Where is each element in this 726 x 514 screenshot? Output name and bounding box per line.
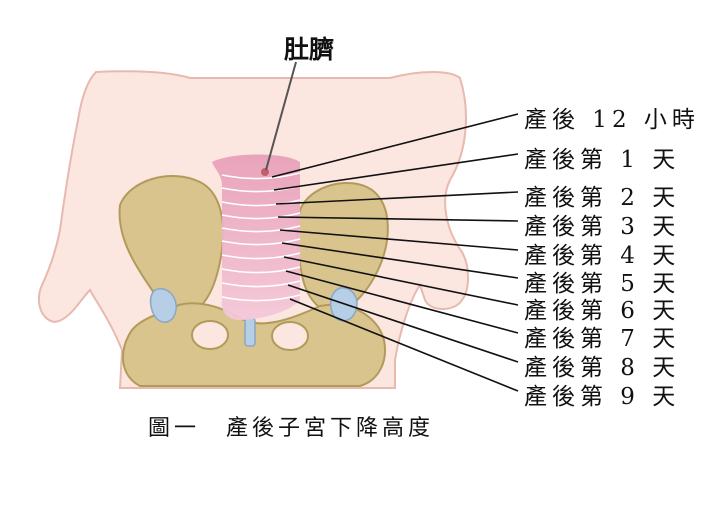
obturator-right	[271, 321, 309, 351]
leader-lines	[271, 113, 519, 392]
stage-label-2: 產後第 1 天	[524, 147, 681, 173]
fundal-arc-10	[221, 294, 301, 302]
navel-label: 肚臍	[284, 35, 335, 64]
cartilage-left	[149, 288, 177, 323]
fundal-arc-8	[221, 266, 301, 274]
stage-label-10: 產後第 9 天	[524, 384, 681, 410]
stage-label-4: 產後第 3 天	[524, 214, 681, 240]
navel-leader-line	[265, 61, 297, 171]
stage-label-3: 產後第 2 天	[524, 185, 681, 211]
figure-caption: 圖一 產後子宮下降高度	[148, 416, 435, 441]
pubic-symphysis	[244, 317, 256, 347]
leader-line-4	[277, 216, 519, 222]
pelvis-left-wing	[118, 175, 225, 314]
fundal-arc-6	[221, 238, 301, 246]
fundal-arc-9	[221, 280, 301, 288]
fundal-arc-3	[221, 199, 301, 207]
stage-label-8: 產後第 7 天	[524, 326, 681, 352]
fundal-arc-5	[221, 225, 301, 233]
obturator-left	[191, 320, 229, 350]
stage-label-5: 產後第 4 天	[524, 243, 681, 269]
stage-label-6: 產後第 5 天	[524, 271, 681, 297]
fundal-height-arcs	[221, 172, 301, 302]
stage-label-9: 產後第 8 天	[524, 355, 681, 381]
leader-line-8	[285, 270, 519, 334]
leader-line-9	[287, 284, 519, 363]
stage-label-1: 產後 12 小時	[524, 107, 700, 133]
fundal-arc-4	[221, 212, 301, 220]
leader-line-7	[283, 256, 519, 306]
leader-line-6	[281, 242, 519, 279]
leader-line-1	[271, 113, 519, 178]
leader-line-10	[289, 298, 519, 392]
leader-line-3	[275, 191, 519, 205]
leader-line-2	[273, 153, 519, 191]
uterus	[212, 154, 300, 320]
stage-label-7: 產後第 6 天	[524, 298, 681, 324]
navel-mark	[261, 168, 269, 176]
leader-line-5	[279, 229, 519, 251]
fundal-arc-1	[221, 172, 301, 180]
fundal-arc-7	[221, 252, 301, 260]
